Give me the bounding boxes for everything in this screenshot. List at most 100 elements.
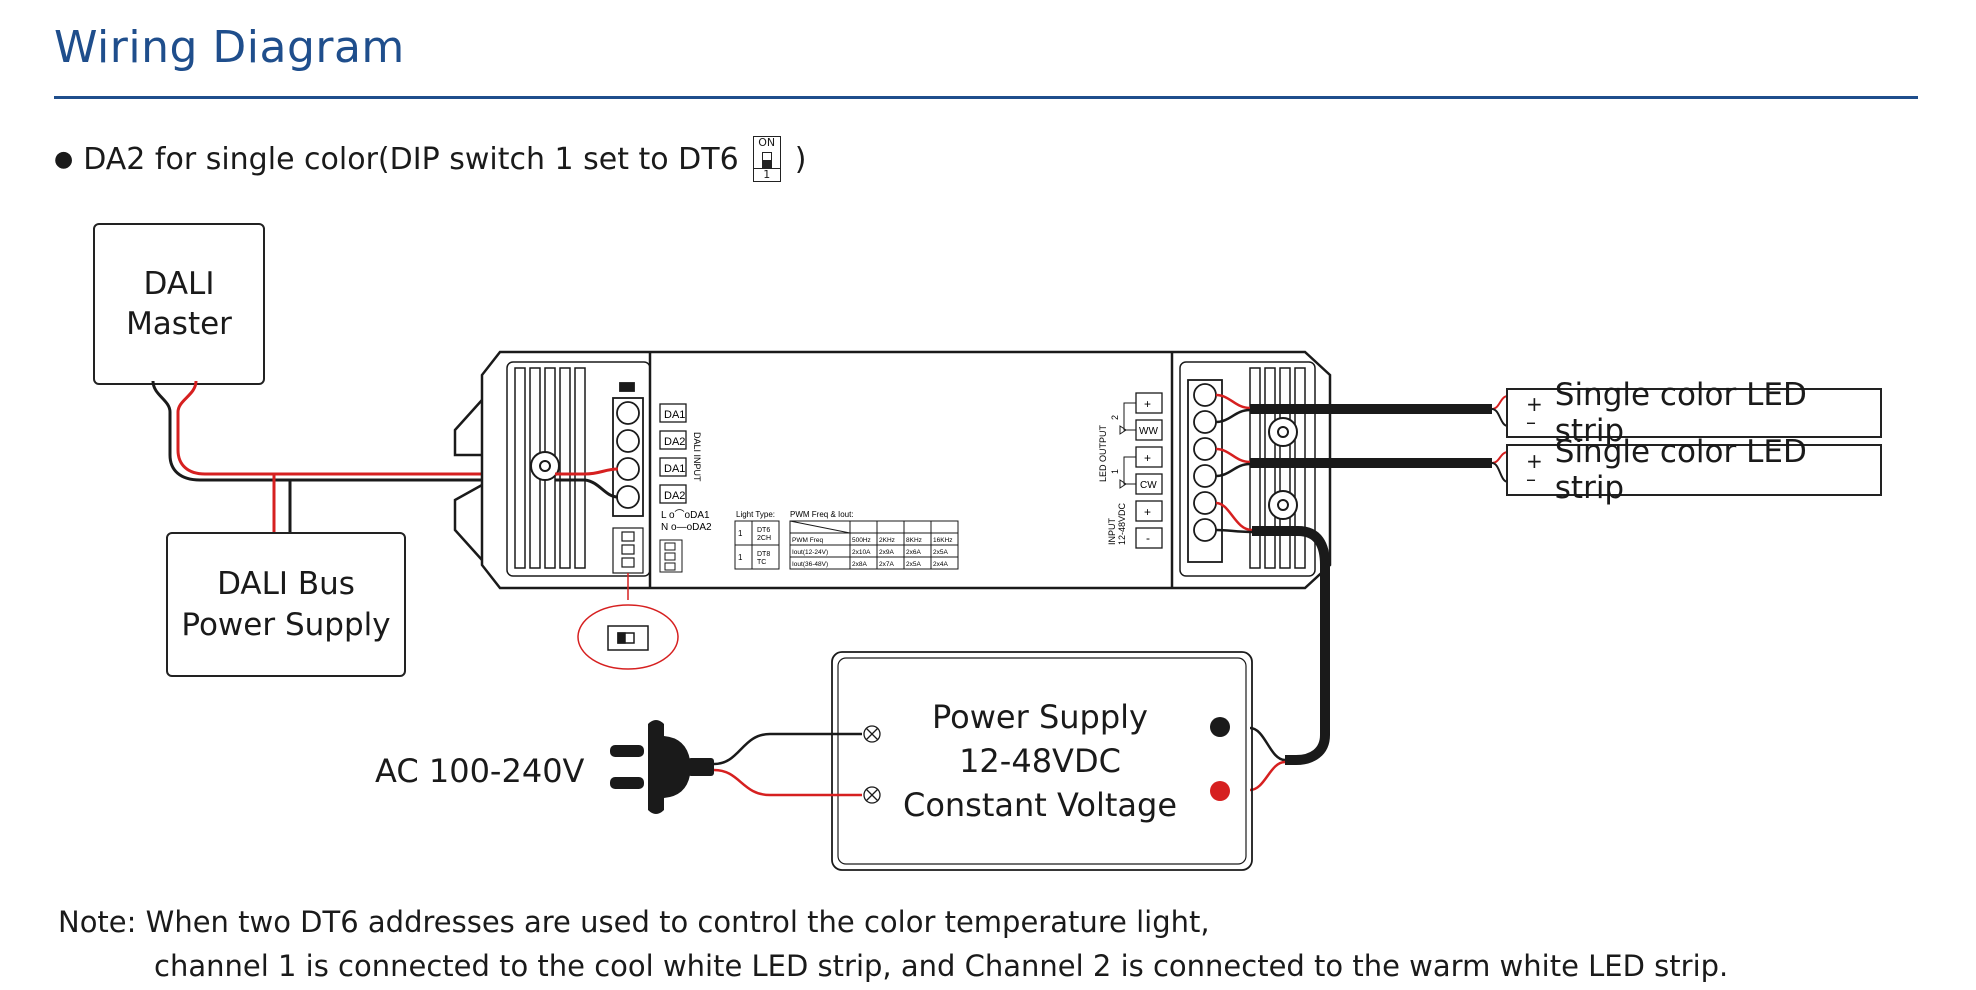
output-terminal-block: [1187, 379, 1223, 563]
input-label-2: 12-48VDC: [1117, 502, 1127, 545]
input-label-1: INPUT: [1107, 517, 1117, 545]
dip-callout-switch-icon: [607, 625, 649, 651]
dali-input-wires: [555, 467, 619, 499]
ch1-plus-label: +: [1144, 451, 1151, 465]
dali-bus-power-supply-box: DALI Bus Power Supply: [166, 532, 406, 677]
psu-negative-terminal-icon: [1210, 717, 1230, 737]
strip-1-polarity: +–: [1526, 392, 1543, 434]
pwm-row-label: Iout(36-48V): [792, 561, 828, 568]
terminal-label-da1-a: DA1: [664, 409, 685, 421]
power-supply-inner: [837, 657, 1247, 865]
pwm-cell: 8KHz: [906, 537, 922, 544]
page-title: Wiring Diagram: [54, 22, 405, 73]
pwm-cell: 2x8A: [852, 561, 867, 568]
strip-2-plus: +: [1526, 449, 1543, 473]
led-output-label: LED OUTPUT: [1098, 424, 1108, 482]
input-plus-label: +: [1144, 505, 1151, 519]
light-type-title: Light Type:: [736, 510, 775, 519]
section-bullet: ● DA2 for single color(DIP switch 1 set …: [54, 136, 806, 182]
note-label: Note:: [58, 905, 137, 939]
led-symbol-icon: [1119, 402, 1136, 489]
pwm-cell: 500Hz: [852, 537, 871, 544]
light-type-2-label-1: DT8: [757, 551, 770, 558]
pwm-cell: 2x9A: [879, 549, 894, 556]
pwm-row-label: Iout(12-24V): [792, 549, 828, 556]
light-type-2-switch: 1: [738, 553, 743, 562]
controller-housing: [453, 350, 1332, 590]
pwm-header-diagonal: [789, 520, 851, 534]
channel-1-label: 1: [1110, 469, 1120, 474]
pwm-cell: 2x6A: [906, 549, 921, 556]
strip-1-plus: +: [1526, 392, 1543, 416]
bullet-close-paren: ): [794, 141, 807, 177]
led-strip-1-label: Single color LED strip: [1554, 377, 1807, 449]
power-supply-label: Power Supply 12-48VDC Constant Voltage: [880, 695, 1200, 827]
output-wires: [1215, 393, 1253, 534]
note-line-1: When two DT6 addresses are used to contr…: [145, 905, 1210, 939]
psu-positive-terminal-icon: [1210, 781, 1230, 801]
panel-dip-diagram: [659, 539, 683, 573]
cw-label: CW: [1140, 480, 1157, 491]
bus-supply-label-2: Power Supply: [181, 606, 391, 643]
dali-input-label: DALI INPUT: [692, 432, 702, 482]
pwm-row-label: PWM Freq: [792, 537, 823, 544]
bus-supply-label-1: DALI Bus: [217, 566, 355, 603]
dali-terminal-block: [612, 382, 644, 517]
light-type-table: [734, 520, 780, 570]
channel-2-label: 2: [1110, 415, 1120, 420]
power-supply-label-2: 12-48VDC: [959, 742, 1121, 780]
led-strip-1: +– Single color LED strip: [1506, 377, 1882, 449]
pwm-cell: 2x5A: [933, 549, 948, 556]
dali-master-box: DALI Master: [93, 223, 265, 385]
pwm-cell: 2x4A: [933, 561, 948, 568]
terminal-label-da2-b: DA2: [664, 490, 685, 502]
bullet-dot-icon: ●: [54, 146, 74, 172]
power-supply-outer: [831, 651, 1253, 871]
light-type-2-label-2: TC: [757, 559, 766, 566]
dip-switch-icon: ON 1: [752, 136, 781, 182]
controller-dip-switch: [612, 527, 644, 574]
strip-1-minus: –: [1526, 410, 1536, 434]
light-type-1-label-1: DT6: [757, 527, 770, 534]
pwm-cell: 2x10A: [852, 549, 871, 556]
light-type-1-label-2: 2CH: [757, 535, 771, 542]
title-divider: [54, 96, 1918, 99]
dali-master-label-2: Master: [126, 306, 232, 342]
dip-icon-toggle: [761, 152, 772, 168]
dali-bus-wires: [151, 380, 555, 532]
terminal-label-da2-a: DA2: [664, 436, 685, 448]
ac-plug-icon: [610, 720, 714, 814]
terminal-label-da1-b: DA1: [664, 463, 685, 475]
dip-icon-on-label: ON: [758, 136, 776, 149]
led-strip-2: +– Single color LED strip: [1506, 434, 1882, 506]
ac-input-wires: [713, 732, 862, 797]
led-output-label-boxes: [1135, 392, 1163, 549]
dali-label-boxes: [659, 403, 687, 504]
n-terminal-label: N o—oDA2: [661, 522, 712, 533]
light-type-1-switch: 1: [738, 529, 743, 538]
ac-screw-terminal-icon: [863, 725, 881, 804]
note-block: Note: When two DT6 addresses are used to…: [58, 900, 1728, 988]
pwm-cell: 2x7A: [879, 561, 894, 568]
led-strip-2-label: Single color LED strip: [1554, 434, 1807, 506]
ww-label: WW: [1139, 426, 1158, 437]
pwm-cell: 16KHz: [933, 537, 953, 544]
input-minus-label: -: [1146, 531, 1150, 545]
power-supply-label-3: Constant Voltage: [902, 786, 1178, 824]
dip-icon-number: 1: [753, 168, 780, 181]
strip-2-polarity: +–: [1526, 449, 1543, 491]
strip-2-minus: –: [1526, 467, 1536, 491]
pwm-cell: 2KHz: [879, 537, 895, 544]
ch2-plus-label: +: [1144, 397, 1151, 411]
psu-output-wires: [1249, 726, 1286, 792]
pwm-table-title: PWM Freq & Iout:: [790, 510, 854, 519]
dali-master-label-1: DALI: [143, 265, 215, 302]
pwm-cell: 2x5A: [906, 561, 921, 568]
power-supply-label-1: Power Supply: [932, 698, 1148, 736]
l-terminal-label: L o⌒oDA1: [661, 509, 710, 521]
ac-input-label: AC 100-240V: [375, 752, 585, 790]
led-strip-cables: [1250, 404, 1492, 765]
bullet-text: DA2 for single color(DIP switch 1 set to…: [83, 141, 739, 177]
